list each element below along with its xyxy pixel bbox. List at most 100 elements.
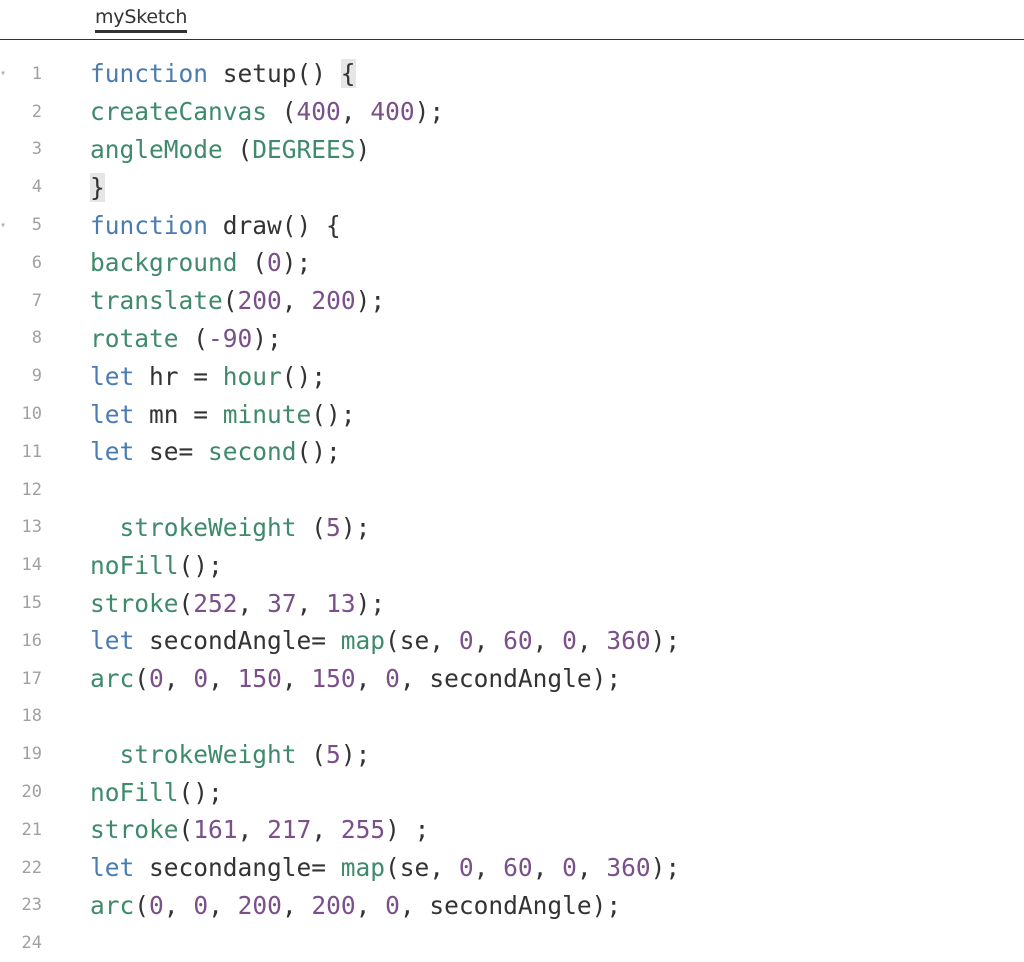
code-token: second	[208, 437, 297, 467]
code-token: ,	[237, 588, 268, 618]
code-token: secondAngle=	[134, 626, 341, 656]
line-number: 4	[31, 177, 42, 198]
code-text: translate(200, 200);	[90, 286, 385, 315]
code-text: rotate (-90);	[90, 324, 282, 353]
code-token: let	[90, 361, 135, 391]
code-token: ,	[576, 626, 607, 656]
code-token: 400	[296, 97, 341, 127]
code-line[interactable]: 12	[0, 471, 1024, 509]
code-token: (	[237, 248, 268, 278]
line-number: 9	[31, 366, 42, 387]
line-number: 23	[21, 895, 42, 916]
code-token: 0	[562, 853, 577, 883]
code-line[interactable]: 19 strokeWeight (5);	[0, 735, 1024, 773]
code-token: (	[222, 134, 253, 164]
code-token: , secondAngle);	[399, 664, 622, 694]
code-token: 0	[458, 853, 474, 883]
code-line[interactable]: 10 let mn = minute();	[0, 395, 1024, 433]
code-token: (	[267, 97, 297, 127]
code-line[interactable]: 24	[0, 924, 1024, 962]
line-number: 21	[21, 819, 42, 840]
code-text: arc(0, 0, 200, 200, 0, secondAngle);	[90, 891, 621, 920]
code-token: (	[178, 588, 194, 618]
code-line[interactable]: 18	[0, 698, 1024, 736]
code-token: , secondAngle);	[399, 890, 622, 920]
code-token: (	[178, 815, 194, 845]
code-token: ,	[208, 890, 238, 920]
code-token: let	[90, 853, 135, 883]
code-token: function	[90, 210, 209, 240]
code-token: translate	[90, 286, 223, 316]
line-number: 5	[31, 215, 42, 236]
code-token: map	[340, 853, 386, 883]
code-token: ,	[163, 664, 194, 694]
code-text: let se= second();	[90, 437, 341, 466]
code-line[interactable]: 8 rotate (-90);	[0, 320, 1024, 358]
fold-triangle-icon[interactable]: ▾	[0, 68, 7, 80]
code-token: 0	[193, 890, 209, 920]
code-token: 0	[149, 664, 164, 694]
code-text: let secondAngle= map(se, 0, 60, 0, 360);	[90, 626, 680, 655]
line-number: 2	[31, 101, 42, 122]
code-token: (se,	[385, 853, 459, 883]
tab-mysketch[interactable]: mySketch	[95, 6, 187, 33]
code-token: mn =	[134, 399, 223, 429]
code-token: 200	[311, 286, 356, 316]
code-token: 400	[370, 97, 415, 127]
code-token: 252	[193, 588, 238, 618]
code-line[interactable]: 21 stroke(161, 217, 255) ;	[0, 811, 1024, 849]
code-token: function	[90, 59, 209, 89]
line-number: 10	[21, 404, 42, 425]
code-token: 360	[606, 626, 651, 656]
code-line[interactable]: 4}	[0, 168, 1024, 206]
code-token: 200	[237, 286, 282, 316]
code-token: 255	[340, 815, 386, 845]
code-token: ,	[311, 815, 341, 845]
code-token: (	[134, 664, 150, 694]
code-line[interactable]: 13 strokeWeight (5);	[0, 509, 1024, 547]
code-text: background (0);	[90, 248, 311, 277]
code-token: );	[252, 323, 282, 353]
code-token: noFill	[90, 550, 179, 580]
code-token: 0	[562, 626, 577, 656]
code-token: ();	[178, 777, 223, 807]
line-number: 18	[21, 706, 42, 727]
code-token: }	[90, 172, 105, 202]
line-number: 8	[31, 328, 42, 349]
fold-triangle-icon[interactable]: ▾	[0, 219, 7, 231]
line-number: 12	[21, 479, 42, 500]
code-token: (	[296, 739, 327, 769]
code-token: 150	[237, 664, 282, 694]
code-line[interactable]: ▾ 5 function draw() {	[0, 206, 1024, 244]
code-token: 5	[326, 739, 341, 769]
code-token: draw() {	[208, 210, 341, 240]
code-token: );	[355, 286, 386, 316]
line-number: 15	[21, 593, 42, 614]
line-number: 16	[21, 630, 42, 651]
code-token: stroke	[90, 588, 179, 618]
code-token: 0	[458, 626, 474, 656]
code-token: );	[650, 853, 681, 883]
code-text: stroke(161, 217, 255) ;	[90, 815, 429, 844]
code-token: 0	[267, 248, 282, 278]
code-text: function draw() {	[90, 211, 341, 240]
code-token: ();	[281, 361, 327, 391]
code-text: let mn = minute();	[90, 400, 356, 429]
code-token: se=	[134, 437, 209, 467]
code-line[interactable]: 16 let secondAngle= map(se, 0, 60, 0, 360…	[0, 622, 1024, 660]
code-token: 0	[385, 890, 400, 920]
